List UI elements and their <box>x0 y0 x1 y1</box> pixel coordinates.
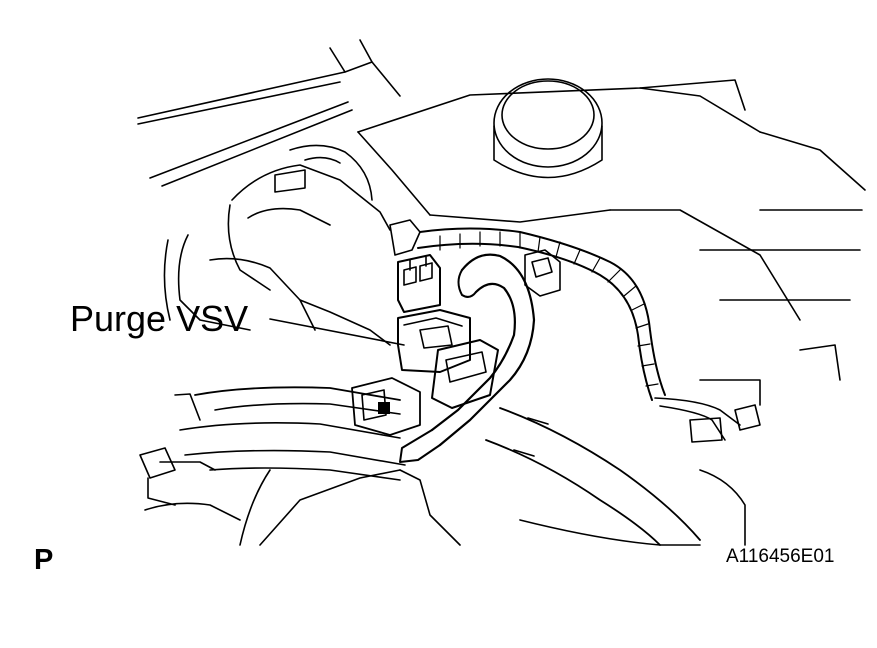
wiring-harness <box>417 227 761 441</box>
engine-cover <box>357 79 866 321</box>
right-side-clips <box>689 344 841 443</box>
vacuum-tubes <box>485 407 701 546</box>
intake-assembly <box>163 144 421 346</box>
lower-hoses <box>174 386 406 481</box>
callout-label: Purge VSV <box>70 298 249 339</box>
oil-filler-cap <box>493 78 603 179</box>
lower-clamp <box>139 447 241 521</box>
lower-engine-outline <box>239 469 746 546</box>
view-letter: P <box>34 544 54 576</box>
harness-bracket <box>524 249 561 297</box>
purge-hose <box>399 253 536 463</box>
purge-vsv-body <box>397 254 499 409</box>
callout-leader-line <box>269 318 405 346</box>
hood-outline <box>137 39 401 187</box>
vsv-bracket <box>351 377 421 436</box>
drawing-code: A116456E01 <box>726 546 835 567</box>
